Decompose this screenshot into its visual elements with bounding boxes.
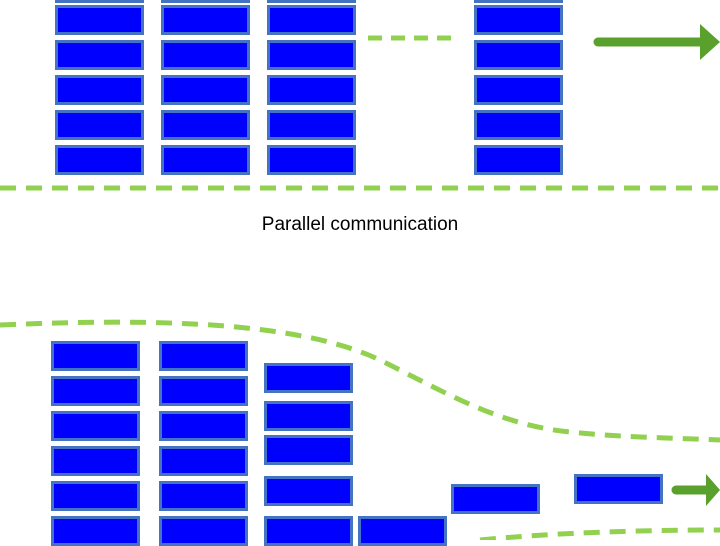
data-block [159,516,248,546]
data-block [474,110,563,140]
data-block [159,446,248,476]
data-block [55,145,144,175]
data-block [159,376,248,406]
data-block [264,363,353,393]
data-block [161,75,250,105]
data-block [51,376,140,406]
data-block [51,516,140,546]
data-block [264,435,353,465]
data-block [267,0,356,3]
funnel-upper-dashed-curve [0,319,720,443]
data-block [267,145,356,175]
data-block [474,5,563,35]
data-block [55,40,144,70]
data-block [161,5,250,35]
data-block [161,145,250,175]
section-caption: Parallel communication [261,214,459,235]
data-block [159,341,248,371]
data-block [474,40,563,70]
data-block [267,110,356,140]
data-block [264,476,353,506]
data-block [267,40,356,70]
data-block [267,5,356,35]
data-block [474,0,563,3]
right-arrow-icon [593,24,720,60]
data-block [161,40,250,70]
data-block [161,110,250,140]
data-block [451,484,540,514]
data-block [55,0,144,3]
data-block [161,0,250,3]
data-block [267,75,356,105]
data-block [264,401,353,431]
data-block [474,145,563,175]
data-block [574,474,663,504]
data-block [264,516,353,546]
data-block [55,110,144,140]
data-block [159,481,248,511]
data-block [51,341,140,371]
data-block [358,516,447,546]
data-block [55,5,144,35]
funnel-lower-dashed-curve [479,527,720,540]
data-block [51,481,140,511]
data-block [474,75,563,105]
data-block [51,446,140,476]
data-block [55,75,144,105]
data-block [51,411,140,441]
right-arrow-icon [671,474,720,506]
data-block [159,411,248,441]
